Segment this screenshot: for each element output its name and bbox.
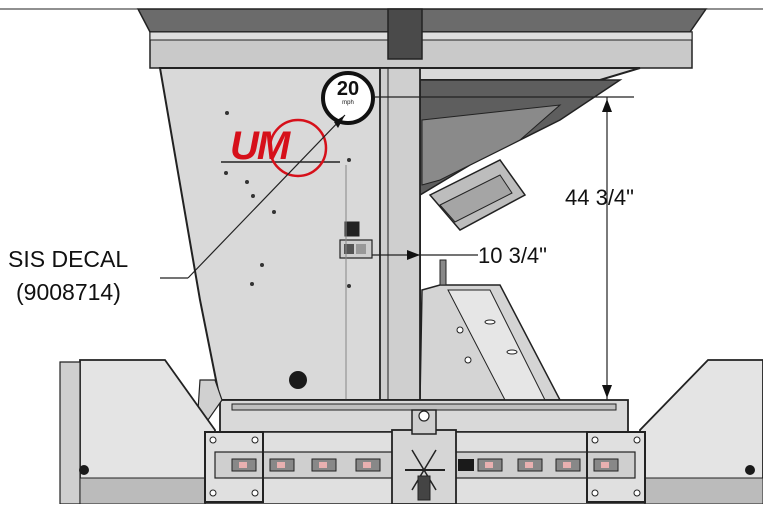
center-post (379, 67, 421, 401)
speed-decal (321, 71, 375, 125)
speed-decal-value: 20 (336, 78, 360, 100)
sis-decal-label: SIS DECAL (8, 246, 129, 272)
left-light-bracket (204, 431, 264, 503)
top-bracket (387, 8, 423, 60)
offset-dimension-label: 10 3/4" (478, 243, 547, 268)
logo-ring (268, 118, 328, 178)
um-logo: UM (230, 124, 290, 168)
center-hitch (391, 409, 457, 505)
drain-hole (289, 371, 307, 389)
sis-decal-part-number: (9008714) (16, 279, 121, 305)
switch-box (344, 221, 360, 237)
speed-decal-unit: mph (342, 100, 354, 106)
sis-leader-arrow (334, 115, 345, 128)
tail-lights (231, 458, 619, 472)
sis-leader-line (187, 114, 346, 279)
right-light-bracket (586, 431, 646, 503)
height-dimension-label: 44 3/4" (565, 185, 634, 210)
